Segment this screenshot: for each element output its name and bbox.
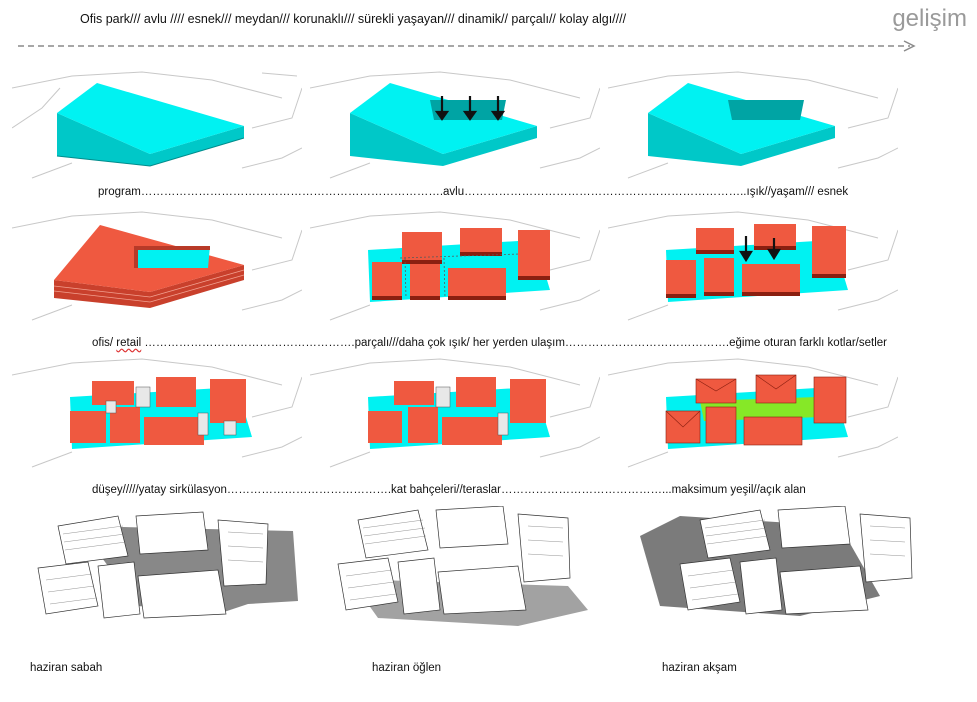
diagram-terraces (310, 357, 600, 475)
page-title: gelişim (892, 5, 967, 32)
diagram-max-green (608, 357, 898, 475)
timeline-arrow (18, 40, 916, 52)
caption-row-1: program…………………………………………………………………….avlu……… (98, 186, 849, 198)
caption-row-2: ofis/ retail ……………………………………………….parçalı/… (92, 337, 887, 349)
concept-keywords: Ofis park/// avlu //// esnek/// meydan//… (80, 12, 627, 26)
caption-shadow-evening: haziran akşam (662, 662, 737, 674)
diagram-circulation (12, 357, 302, 475)
caption-row-2-part-b: retail (116, 337, 142, 349)
caption-shadow-noon: haziran öğlen (372, 662, 442, 674)
caption-row-2-part-c: ……………………………………………….parçalı///daha çok ış… (141, 337, 887, 349)
diagram-program (12, 68, 302, 186)
caption-shadow-morning: haziran sabah (30, 662, 103, 674)
diagram-fragmented (310, 210, 600, 328)
shadow-study-evening (640, 506, 940, 634)
shadow-study-noon (318, 506, 618, 634)
diagram-office-retail (12, 210, 302, 328)
diagram-terraced-levels (608, 210, 898, 328)
shadow-study-morning (18, 506, 318, 634)
caption-row-2-part-a: ofis/ (92, 337, 114, 349)
diagram-courtyard (310, 68, 600, 186)
caption-row-3: düşey/////yatay sirkülasyon…………………………………… (92, 484, 806, 496)
diagram-light-flexible (608, 68, 898, 186)
